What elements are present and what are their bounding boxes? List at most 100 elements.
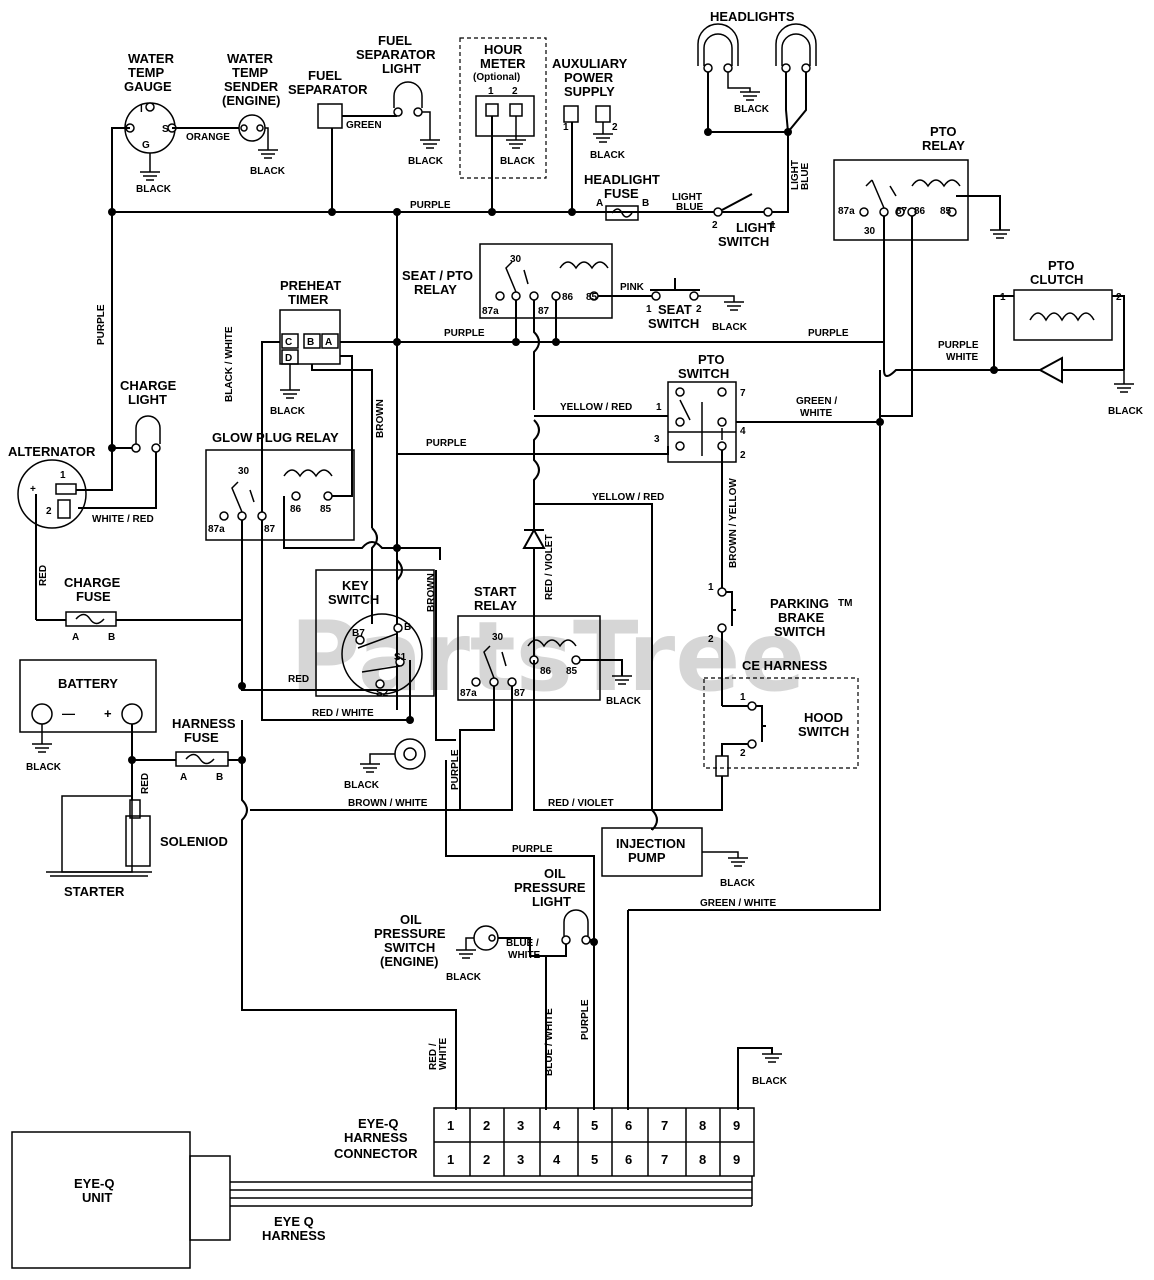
svg-text:+: + [104, 706, 112, 721]
hour-meter [475, 95, 535, 137]
wire-label-purple-left: PURPLE [96, 304, 107, 345]
charge-light [135, 415, 161, 444]
eye-q-pin-bottom: 2 [483, 1152, 490, 1167]
svg-text:S: S [162, 124, 169, 135]
svg-text:2: 2 [512, 86, 518, 97]
battery-label: BATTERY [58, 676, 118, 691]
svg-text:A: A [180, 772, 187, 783]
pto-clutch-diode [1037, 356, 1063, 384]
svg-text:2: 2 [712, 220, 718, 231]
svg-text:BLACK: BLACK [720, 878, 756, 889]
svg-text:87: 87 [514, 688, 526, 699]
svg-text:A: A [596, 198, 603, 209]
svg-text:86: 86 [540, 666, 552, 677]
svg-text:BLACK: BLACK [446, 972, 482, 983]
svg-text:RED: RED [140, 773, 151, 794]
svg-text:B: B [216, 772, 223, 783]
svg-text:1: 1 [740, 692, 746, 703]
wire-label-green-white-pto: GREEN /WHITE [796, 396, 837, 419]
parking-brake-switch[interactable] [726, 591, 736, 626]
svg-text:2: 2 [1116, 292, 1122, 303]
light-switch[interactable] [721, 193, 753, 211]
eye-q-pin-top: 1 [447, 1118, 454, 1133]
svg-text:1: 1 [60, 470, 66, 481]
start-diode [522, 527, 546, 549]
oil-pressure-light [563, 909, 589, 936]
svg-text:B: B [642, 198, 649, 209]
svg-text:WHITE / RED: WHITE / RED [92, 514, 154, 525]
hood-switch[interactable] [756, 705, 766, 742]
eye-q-pin-bottom: 1 [447, 1152, 454, 1167]
watermark: PartsTree [290, 601, 805, 713]
eye-q-pin-bottom: 9 [733, 1152, 740, 1167]
eye-q-pin-bottom: 3 [517, 1152, 524, 1167]
svg-text:85: 85 [566, 666, 578, 677]
svg-text:GREEN / WHITE: GREEN / WHITE [700, 898, 776, 909]
fuel-separator [317, 103, 343, 129]
svg-text:A: A [72, 632, 79, 643]
eye-q-pin-top: 9 [733, 1118, 740, 1133]
svg-text:A: A [325, 337, 332, 348]
svg-text:BLACK: BLACK [712, 322, 748, 333]
gauge-purple-wire [111, 127, 130, 212]
svg-text:87a: 87a [208, 524, 225, 535]
svg-text:87a: 87a [460, 688, 477, 699]
seat-switch[interactable] [650, 278, 700, 291]
alternator-label: ALTERNATOR [8, 444, 96, 459]
svg-text:BLACK: BLACK [344, 780, 380, 791]
svg-text:B: B [307, 337, 314, 348]
svg-text:PURPLE: PURPLE [426, 438, 467, 449]
eye-q-pin-top: 2 [483, 1118, 490, 1133]
wire-label-white: WHITE [946, 352, 979, 363]
key-switch-box [315, 569, 435, 697]
svg-text:PURPLE: PURPLE [938, 340, 979, 351]
eye-q-pin-top: 7 [661, 1118, 668, 1133]
svg-text:I: I [140, 104, 143, 115]
svg-text:G: G [142, 140, 150, 151]
svg-text:BLACK: BLACK [1108, 406, 1144, 417]
eye-q-pin-top: 3 [517, 1118, 524, 1133]
svg-text:BROWN: BROWN [426, 573, 437, 612]
svg-text:1: 1 [563, 122, 569, 133]
svg-text:2: 2 [708, 634, 714, 645]
battery [19, 659, 157, 733]
svg-text:1: 1 [770, 220, 776, 231]
aux-power-terminal-2 [595, 105, 611, 123]
wire-label-purple-top: PURPLE [410, 200, 451, 211]
glow-plug-relay [205, 449, 355, 541]
key-switch[interactable] [341, 613, 423, 695]
svg-text:86: 86 [562, 292, 574, 303]
headlight-left [703, 33, 733, 66]
svg-text:B7: B7 [352, 628, 365, 639]
eye-q-pin-bottom: 5 [591, 1152, 598, 1167]
svg-text:RED / WHITE: RED / WHITE [312, 708, 374, 719]
svg-text:1: 1 [646, 304, 652, 315]
svg-text:BROWN / YELLOW: BROWN / YELLOW [728, 478, 739, 568]
svg-text:YELLOW / RED: YELLOW / RED [592, 492, 664, 503]
svg-text:85: 85 [320, 504, 332, 515]
svg-text:PINK: PINK [620, 282, 645, 293]
svg-text:PURPLE: PURPLE [450, 749, 461, 790]
svg-text:87: 87 [896, 206, 908, 217]
svg-text:85: 85 [940, 206, 952, 217]
svg-text:RED / VIOLET: RED / VIOLET [544, 534, 555, 600]
svg-text:4: 4 [740, 426, 746, 437]
eye-q-pin-bottom: 8 [699, 1152, 706, 1167]
headlights-label: HEADLIGHTS [710, 9, 795, 24]
svg-text:BLACK: BLACK [606, 696, 642, 707]
